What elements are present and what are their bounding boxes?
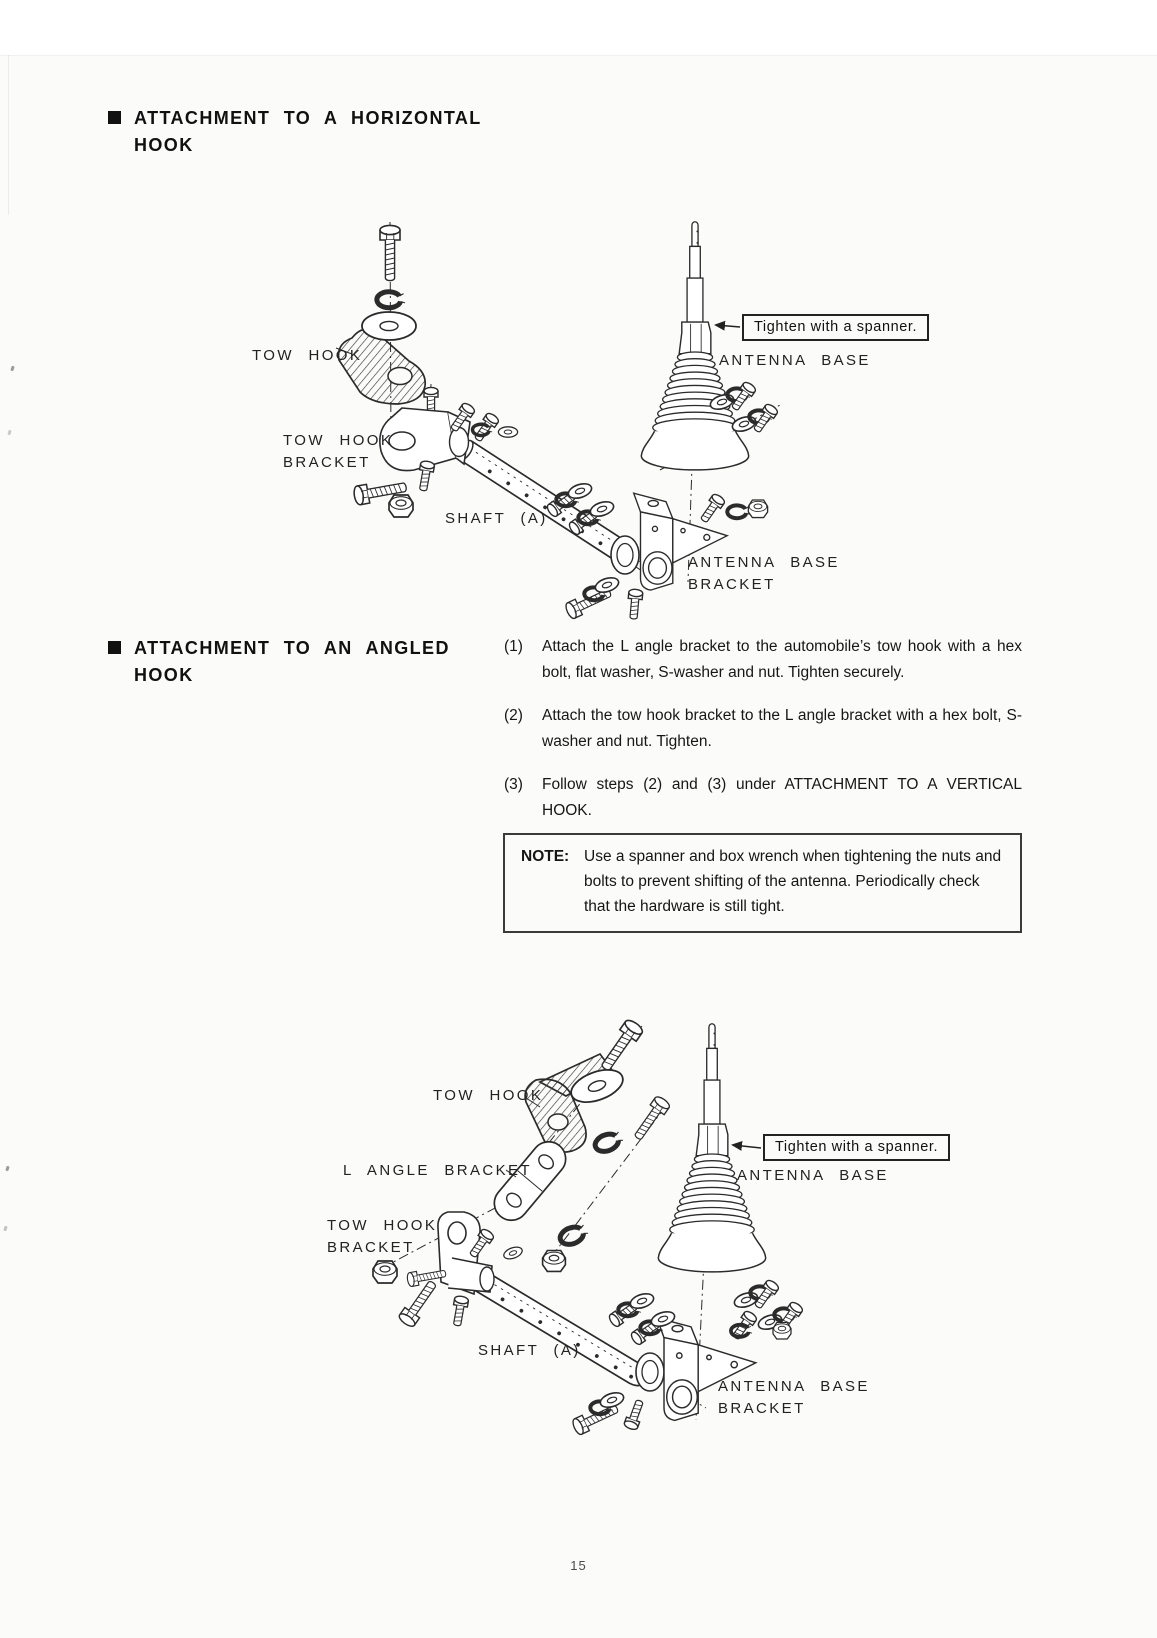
- hex-bolt-drawing: [379, 224, 401, 282]
- instruction-text: Attach the tow hook bracket to the L ang…: [542, 707, 1022, 751]
- flat-washer-drawing: [361, 311, 417, 341]
- instruction-text: Attach the L angle bracket to the automo…: [542, 638, 1022, 682]
- washer-drawing: [587, 498, 617, 520]
- diagram-angled-hook-art: [372, 1016, 805, 1437]
- label-tow-hook: TOW HOOK: [433, 1087, 544, 1104]
- tighten-callout: Tighten with a spanner.: [763, 1134, 951, 1161]
- label-antenna-base: ANTENNA BASE: [719, 352, 871, 369]
- note-box: NOTE: Use a spanner and box wrench when …: [503, 833, 1022, 934]
- tow-hook-drawing: [524, 1052, 614, 1154]
- label-antenna-base-bracket: ANTENNA BASE BRACKET: [688, 554, 840, 593]
- instruction-number: (2): [504, 707, 523, 725]
- hex-nut-drawing: [372, 1260, 398, 1284]
- washer-drawing: [597, 1389, 627, 1411]
- instruction-number: (3): [504, 776, 523, 794]
- s-washer-drawing: [377, 292, 405, 308]
- shaft-a-drawing: [466, 1265, 653, 1391]
- tow-hook-drawing: [337, 328, 427, 405]
- l-angle-bracket-drawing: [493, 1140, 567, 1222]
- callout-arrow: [731, 1140, 762, 1151]
- instruction-number: (1): [504, 638, 523, 655]
- l-angle-bracket-leader-line: [505, 1169, 517, 1178]
- tow-hook-leader-line: [525, 1097, 541, 1108]
- note-label: NOTE:: [521, 848, 570, 865]
- hex-nut-drawing: [388, 494, 414, 518]
- section-title-line1: ATTACHMENT TO AN ANGLED: [134, 638, 450, 658]
- scan-edge-artifact: [8, 55, 9, 215]
- hex-nut-drawing: [541, 1249, 567, 1273]
- label-antenna-base-bracket: ANTENNA BASE BRACKET: [718, 1378, 870, 1417]
- label-shaft-a: SHAFT (A): [445, 510, 548, 527]
- bullet-square-icon: [108, 641, 121, 654]
- shaft-clamp-drawing: [635, 1352, 665, 1392]
- instruction-item: (1) Attach the L angle bracket to the au…: [504, 634, 1022, 686]
- screw-drawing: [470, 410, 501, 445]
- hex-nut-drawing: [772, 1321, 792, 1340]
- shaft-clamp-drawing: [610, 535, 640, 575]
- tighten-callout: Tighten with a spanner.: [742, 314, 930, 341]
- section-title-line2: HOOK: [134, 665, 194, 685]
- s-washer-drawing: [558, 1223, 590, 1248]
- diagram-horizontal-hook-art: [335, 221, 783, 621]
- label-shaft-a: SHAFT (A): [478, 1342, 581, 1359]
- callout-arrow: [714, 320, 741, 331]
- label-l-angle-bracket: L ANGLE BRACKET: [343, 1162, 532, 1179]
- washer-drawing: [627, 1290, 657, 1312]
- washer-drawing: [497, 426, 519, 438]
- section-title-line1: ATTACHMENT TO A HORIZONTAL: [134, 108, 482, 128]
- section-title-angled: ATTACHMENT TO AN ANGLED HOOK: [108, 635, 450, 689]
- page-number: 15: [570, 1558, 587, 1573]
- antenna-base-drawing: [640, 221, 750, 471]
- screw-drawing: [696, 491, 727, 526]
- s-washer-drawing: [727, 505, 749, 518]
- tow-hook-bracket-drawing: [437, 1211, 495, 1296]
- label-tow-hook: TOW HOOK: [252, 347, 363, 364]
- instruction-list: (1) Attach the L angle bracket to the au…: [504, 634, 1022, 841]
- label-antenna-base: ANTENNA BASE: [737, 1167, 889, 1184]
- washer-drawing: [565, 480, 595, 502]
- bullet-square-icon: [108, 111, 121, 124]
- instruction-item: (2) Attach the tow hook bracket to the L…: [504, 703, 1022, 755]
- section-title-line2: HOOK: [134, 135, 194, 155]
- note-text: Use a spanner and box wrench when tighte…: [584, 848, 1002, 915]
- section-title-horizontal: ATTACHMENT TO A HORIZONTAL HOOK: [108, 105, 482, 159]
- instruction-text: Follow steps (2) and (3) under ATTACHMEN…: [542, 776, 1022, 820]
- small-bolt-drawing: [625, 588, 644, 621]
- tow-hook-leader-line: [335, 347, 353, 355]
- antenna-base-drawing: [657, 1023, 767, 1273]
- washer-drawing: [592, 574, 622, 596]
- label-tow-hook-bracket: TOW HOOK BRACKET: [283, 432, 394, 471]
- small-bolt-drawing: [622, 1397, 648, 1432]
- hex-bolt-drawing: [629, 1094, 672, 1144]
- hex-bolt-drawing: [595, 1016, 646, 1076]
- small-bolt-drawing: [449, 1294, 470, 1328]
- washer-drawing: [501, 1244, 525, 1262]
- hex-nut-drawing: [747, 499, 769, 519]
- s-washer-drawing: [593, 1130, 625, 1155]
- instruction-item: (3) Follow steps (2) and (3) under ATTAC…: [504, 772, 1022, 824]
- label-tow-hook-bracket: TOW HOOK BRACKET: [327, 1217, 438, 1256]
